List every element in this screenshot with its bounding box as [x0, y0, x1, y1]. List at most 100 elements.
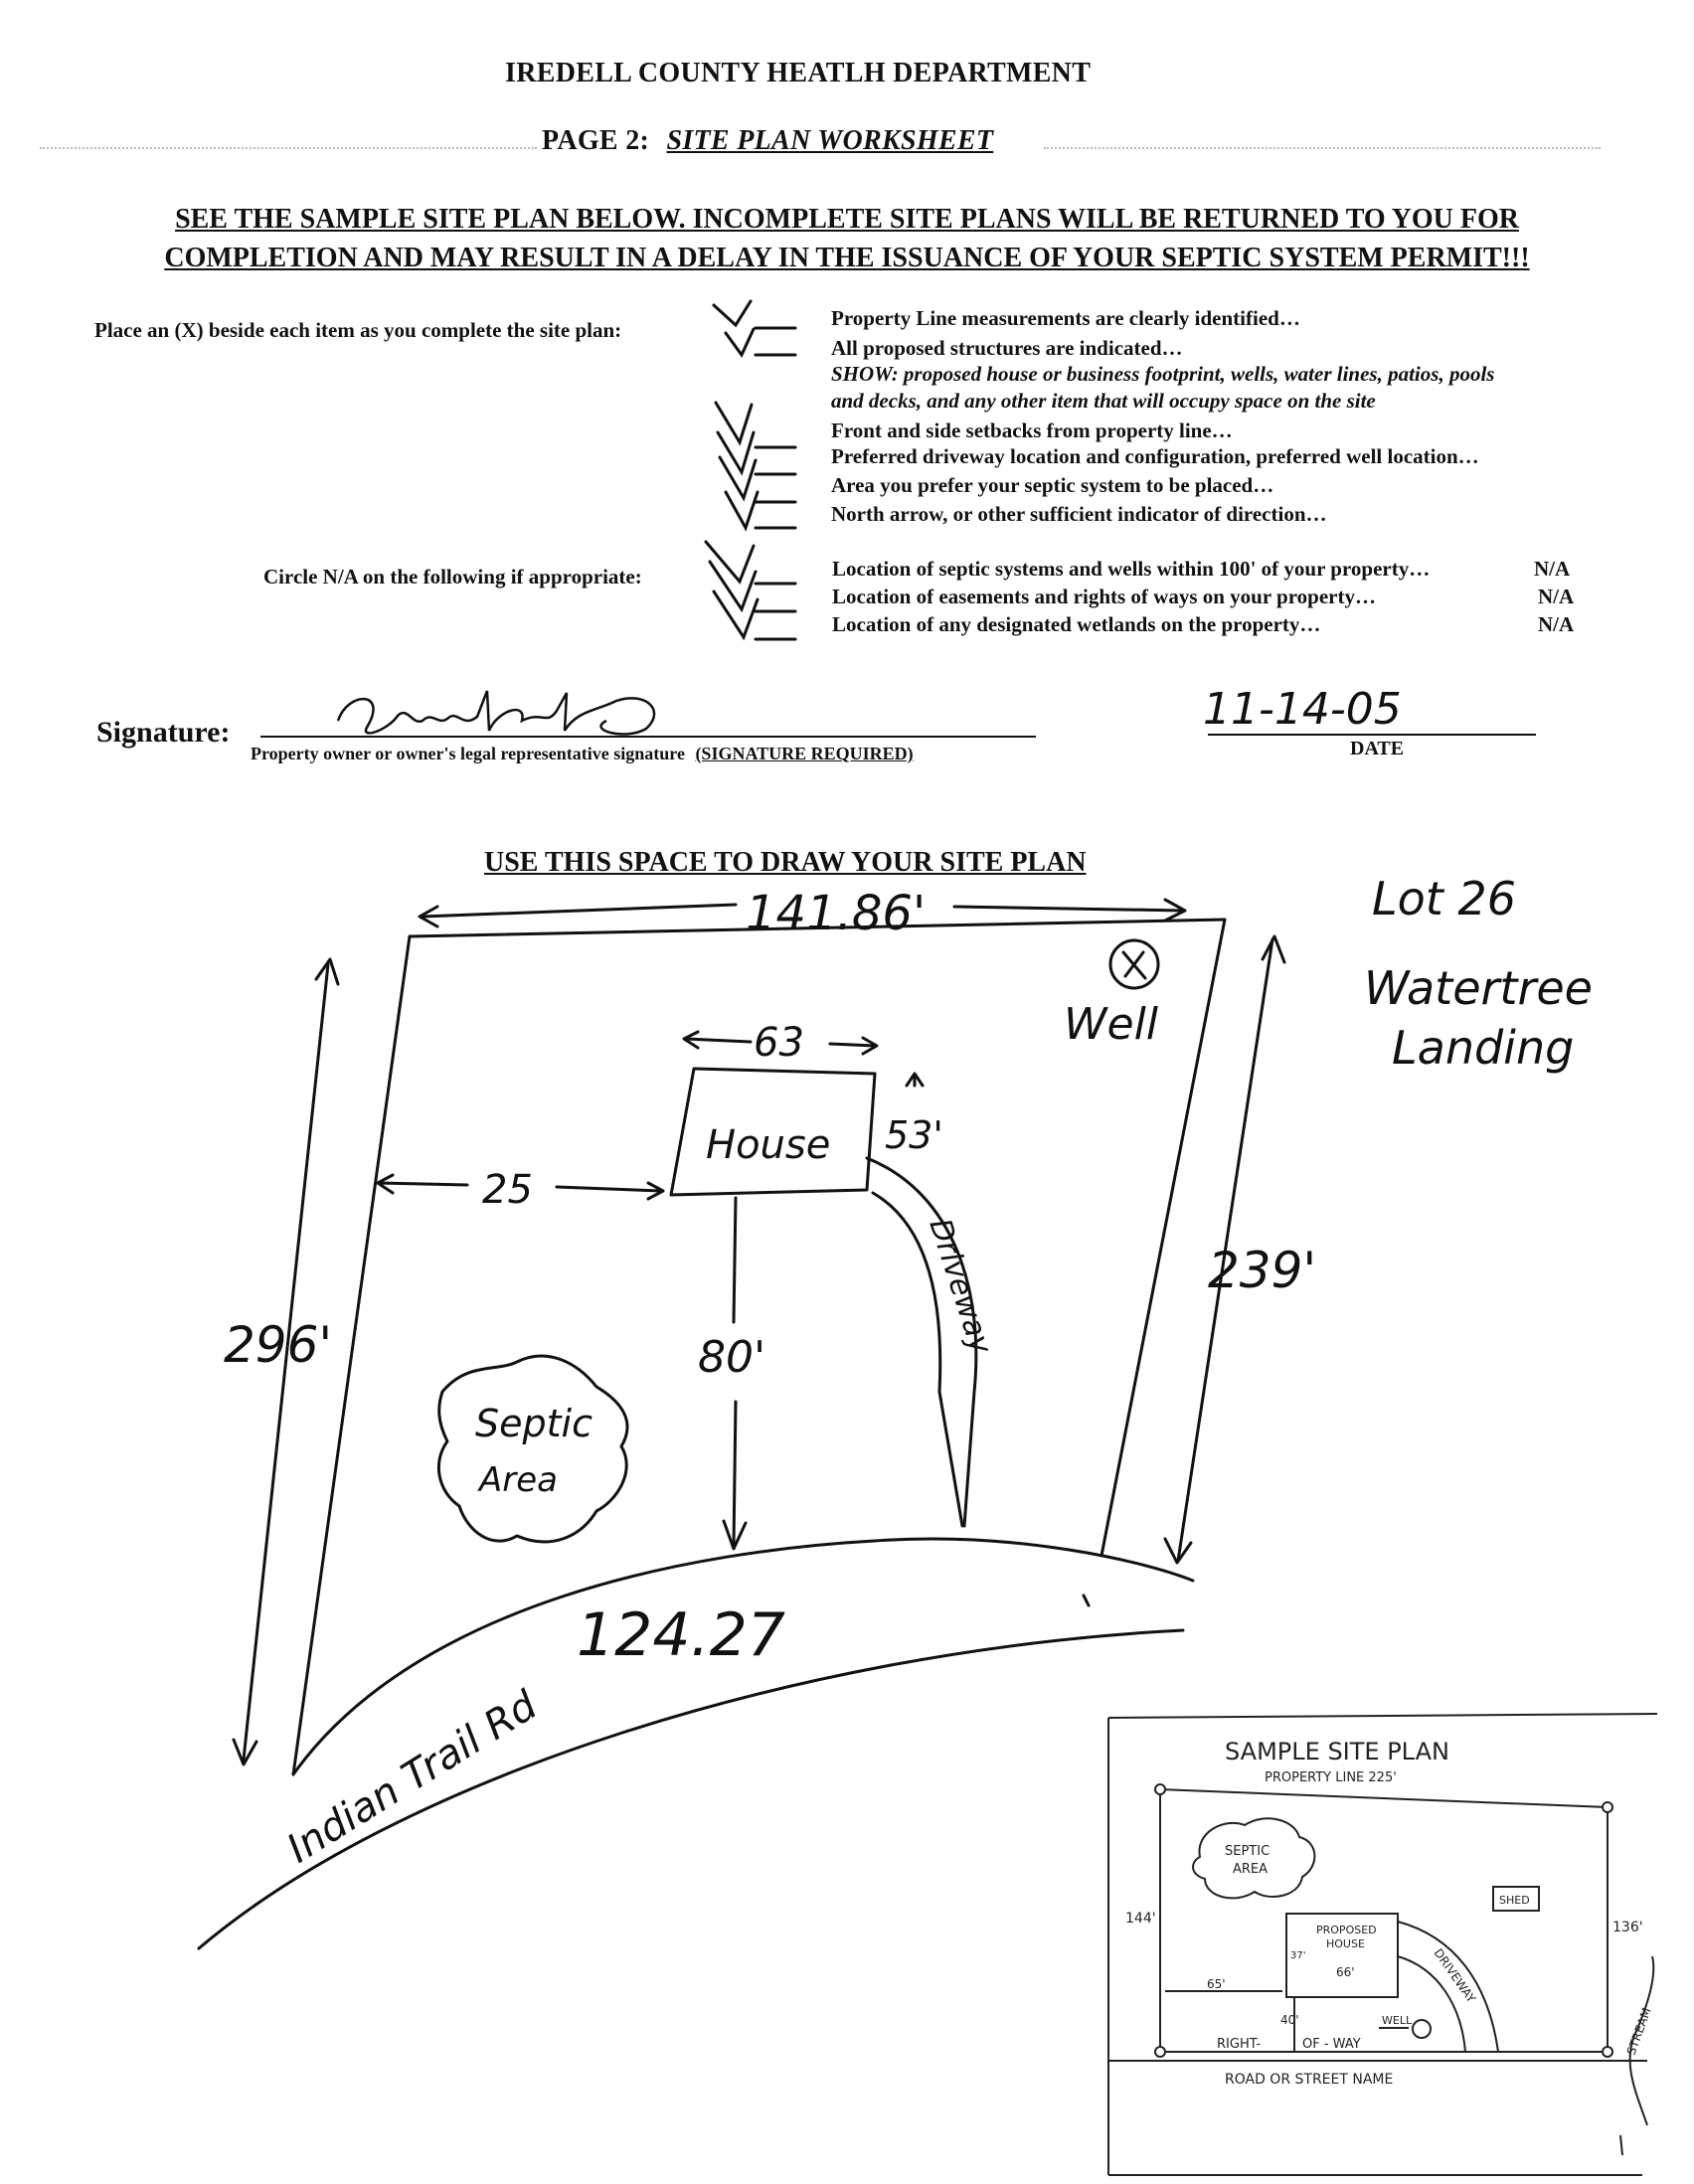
top-width-label: 141.86'	[746, 886, 926, 941]
driveway-edge	[871, 1191, 964, 1528]
date-line[interactable]	[1208, 734, 1536, 736]
checklist-item: All proposed structures are indicated…	[831, 336, 1183, 360]
sample-property-line-label: PROPERTY LINE 225'	[1265, 1770, 1397, 1785]
sample-row-label: RIGHT-	[1217, 2037, 1261, 2052]
checklist-instruction: Place an (X) beside each item as you com…	[94, 318, 622, 342]
sample-house	[1285, 1913, 1399, 1998]
sample-shed-label: SHED	[1499, 1894, 1530, 1907]
septic-label-line-1: Septic	[475, 1402, 593, 1445]
dimension-line	[732, 1196, 738, 1324]
site-plan-drawing: 141.86' Lot 26 Watertree Landing Well Ho…	[197, 875, 1593, 1950]
driveway-edge	[865, 1156, 978, 1528]
sample-septic-label: AREA	[1233, 1862, 1268, 1877]
warning-line-2: COMPLETION AND MAY RESULT IN A DELAY IN …	[164, 243, 1530, 273]
na-item: Location of easements and rights of ways…	[832, 585, 1376, 608]
lot-label-line-3: Landing	[1392, 1021, 1574, 1075]
page-name: SITE PLAN WORKSHEET	[666, 125, 994, 156]
front-setback-label: 80'	[698, 1332, 765, 1383]
page-number: PAGE 2:	[542, 125, 650, 156]
checkmark	[716, 430, 756, 476]
checklist-item: Area you prefer your septic system to be…	[831, 473, 1274, 497]
sample-title: SAMPLE SITE PLAN	[1225, 1738, 1449, 1765]
checklist-item-note: and decks, and any other item that will …	[831, 389, 1376, 413]
sample-shed	[1492, 1886, 1540, 1912]
dimension-line	[555, 1185, 663, 1193]
sample-road-label: ROAD OR STREET NAME	[1225, 2072, 1393, 2088]
sample-house-width: 66'	[1336, 1965, 1355, 1979]
dimension-line	[1176, 937, 1274, 1563]
warning-line-1: SEE THE SAMPLE SITE PLAN BELOW. INCOMPLE…	[175, 204, 1519, 235]
well-label: Well	[1064, 999, 1159, 1050]
checkmark	[708, 560, 758, 613]
road-frontage-label: 124.27	[577, 1600, 785, 1670]
sample-well-label: WELL	[1382, 2014, 1413, 2027]
checkmark	[712, 589, 760, 641]
dimension-line	[952, 905, 1185, 913]
sample-stream	[1628, 1955, 1655, 2126]
lot-label-line-1: Lot 26	[1372, 875, 1516, 925]
checklist-item-note: SHOW: proposed house or business footpri…	[831, 362, 1495, 386]
na-option[interactable]: N/A	[1534, 557, 1571, 581]
sample-stream-label: STREAM	[1624, 2006, 1654, 2057]
checkmark	[712, 299, 753, 328]
sample-side-setback-label: 65'	[1207, 1977, 1226, 1991]
signature-label: Signature:	[96, 716, 231, 749]
sample-driveway-edge	[1397, 1921, 1499, 2053]
sample-septic-cloud	[1192, 1817, 1316, 1900]
lot-label-line-2: Watertree	[1364, 961, 1593, 1015]
sample-frame-top	[1107, 1713, 1657, 1719]
checklist-item: Property Line measurements are clearly i…	[831, 306, 1300, 330]
dimension-line	[732, 1400, 738, 1548]
drawing-heading: USE THIS SPACE TO DRAW YOUR SITE PLAN	[484, 847, 1087, 878]
checkmark	[718, 455, 758, 502]
sample-row-label: OF - WAY	[1302, 2037, 1361, 2052]
checkmark	[714, 401, 754, 446]
checkmark	[704, 540, 756, 585]
sample-house-label: PROPOSED	[1316, 1924, 1377, 1936]
road-name-label: Indian Trail Rd	[279, 1682, 546, 1872]
sample-well-symbol	[1412, 2019, 1432, 2039]
na-instruction: Circle N/A on the following if appropria…	[263, 565, 642, 588]
dimension-line	[684, 1037, 753, 1044]
dotted-rule	[1044, 147, 1601, 149]
sample-driveway-edge	[1397, 1955, 1466, 2053]
checklist-item: North arrow, or other sufficient indicat…	[831, 502, 1327, 526]
handwritten-signature	[336, 690, 656, 736]
na-item: Location of any designated wetlands on t…	[832, 612, 1321, 636]
checklist-item: Preferred driveway location and configur…	[831, 444, 1479, 468]
checkmark	[724, 490, 760, 532]
property-line-left	[291, 934, 412, 1776]
na-item: Location of septic systems and wells wit…	[832, 557, 1431, 581]
document-title: IREDELL COUNTY HEATLH DEPARTMENT	[505, 58, 1092, 88]
dimension-line	[828, 1042, 877, 1048]
signature-line[interactable]	[260, 736, 1036, 738]
sample-property-line	[1159, 1787, 1609, 2053]
sample-house-label: HOUSE	[1326, 1937, 1365, 1950]
dimension-line	[376, 1181, 469, 1187]
checkmark	[724, 327, 756, 358]
na-option[interactable]: N/A	[1538, 585, 1575, 608]
property-line	[408, 918, 1227, 1558]
road-edge-top	[291, 1537, 1195, 1776]
signature-caption: Property owner or owner's legal represen…	[251, 744, 914, 763]
page-label: PAGE 2: SITE PLAN WORKSHEET	[542, 125, 993, 157]
na-option[interactable]: N/A	[1538, 612, 1575, 636]
dotted-rule	[40, 147, 537, 149]
house-label: House	[706, 1122, 830, 1168]
sample-site-plan: SAMPLE SITE PLAN PROPERTY LINE 225' SEPT…	[1107, 1713, 1657, 2176]
sample-house-depth: 37'	[1290, 1950, 1305, 1961]
road-edge-bottom	[197, 1628, 1185, 1950]
dimension-line	[242, 962, 330, 1762]
well-symbol	[1108, 938, 1160, 990]
house-outline	[669, 1067, 877, 1197]
house-depth-label: 53'	[885, 1113, 943, 1157]
sample-right-side-label: 136'	[1612, 1920, 1643, 1935]
septic-area-outline	[436, 1354, 629, 1544]
sample-septic-label: SEPTIC	[1225, 1844, 1270, 1859]
side-setback-label: 25	[482, 1167, 533, 1213]
left-side-label: 296'	[224, 1316, 332, 1374]
checkmarks	[704, 299, 797, 641]
date-label: DATE	[1350, 738, 1405, 759]
sample-left-side-label: 144'	[1125, 1911, 1156, 1927]
house-width-label: 63	[754, 1020, 804, 1066]
